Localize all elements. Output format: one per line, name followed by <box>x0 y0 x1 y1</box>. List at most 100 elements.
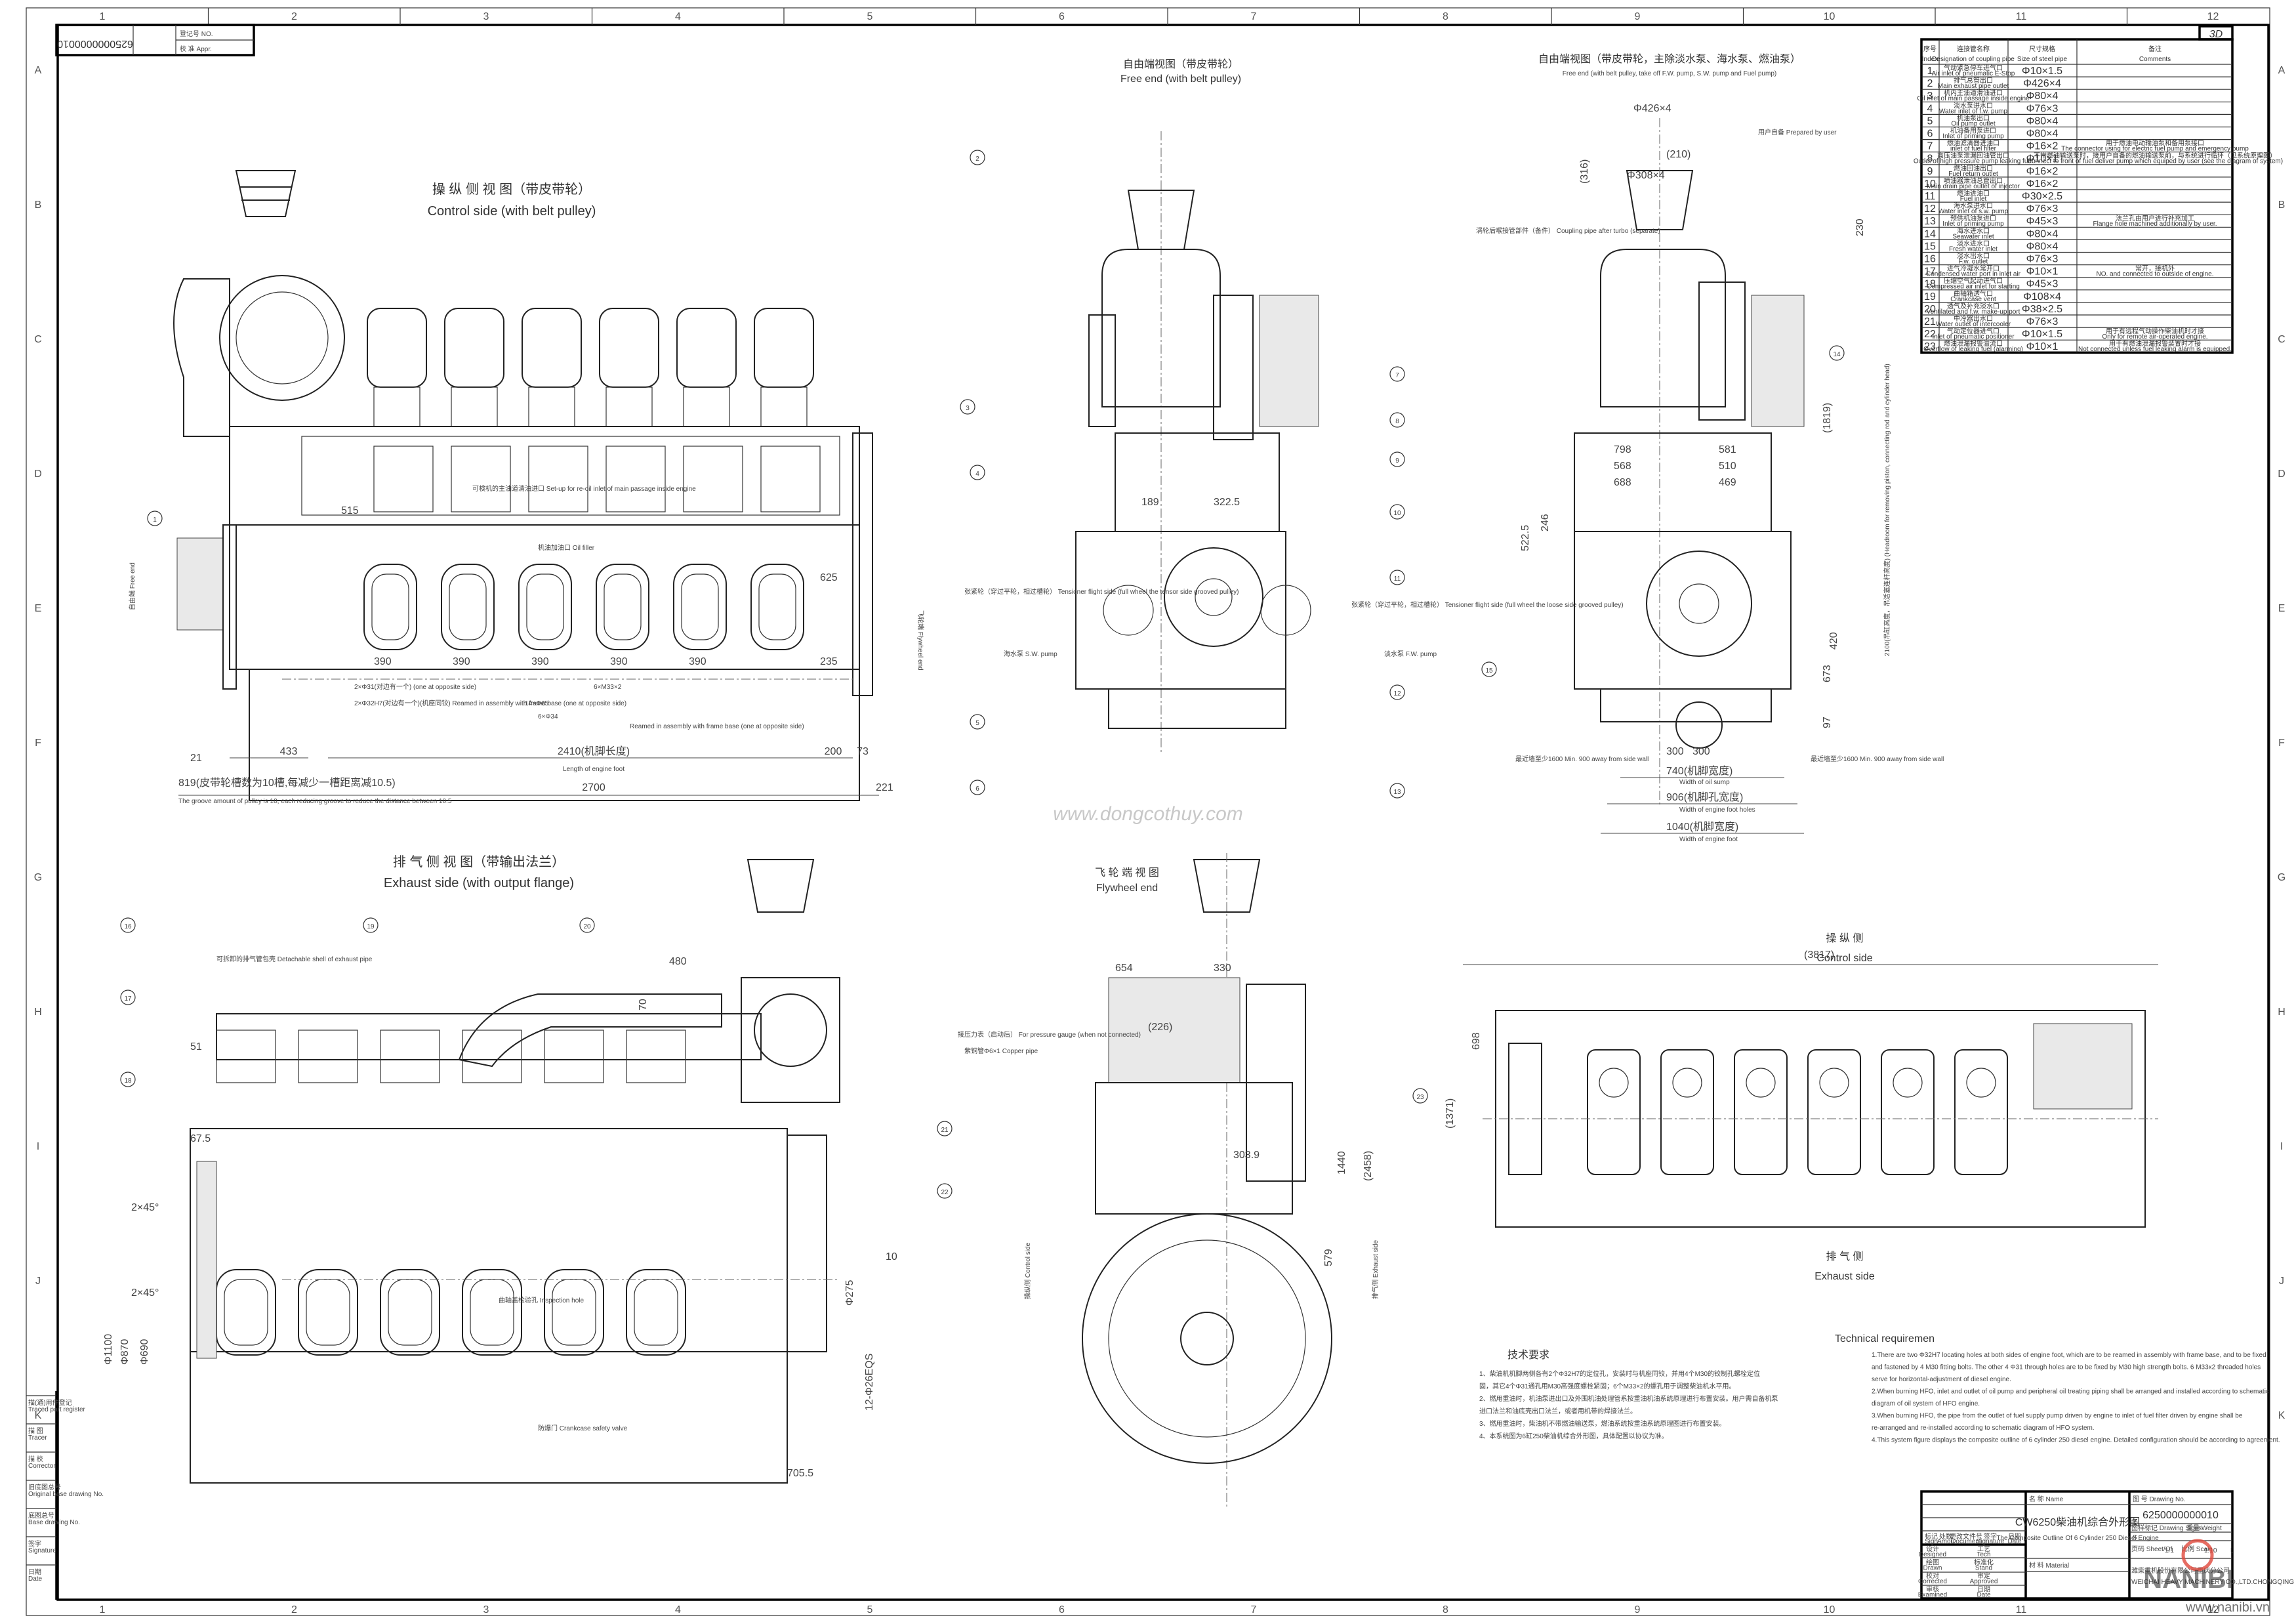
table-cell-name-cn: 燃油滤清器进油口 <box>1947 139 1999 148</box>
table-cell-name-cn: 淡水进水口 <box>1957 239 1990 247</box>
role-cn: 绘图 <box>1926 1558 1939 1567</box>
table-cell-name-en: Inlet of priming pump <box>1942 133 2004 140</box>
table-cell-name-cn: 气动定位器进气口 <box>1947 327 1999 335</box>
title-block: 标记Sign处数Amou更改文件号Document签字Signature日期Da… <box>1918 1490 2296 1615</box>
table-cell-size: Φ30×2.5 <box>2022 191 2062 202</box>
dimension-label: Width of engine foot <box>1679 836 1738 843</box>
tech-req-item-en: diagram of oil system of HFO engine. <box>1872 1400 1980 1407</box>
callout-number: 7 <box>1395 372 1399 379</box>
lo-pressure-note: 接压力表（启动后） For pressure gauge (when not c… <box>958 1030 1141 1039</box>
grid-column-label: 3 <box>483 1604 489 1615</box>
table-cell-index: 7 <box>1927 141 1933 152</box>
table-cell-name-en: Oil inlet of main passage inside engine <box>1917 95 2030 102</box>
exhaust-manifold-segment <box>298 1030 358 1083</box>
dimension-label: (316) <box>1579 159 1590 184</box>
dim-200: 200 <box>825 746 842 757</box>
table-cell-index: 18 <box>1924 279 1936 290</box>
table-cell-name-cn: 海水进水口 <box>1957 226 1990 235</box>
table-cell-name-en: Fuel inlet <box>1960 196 1987 203</box>
table-cell-name-en: Fuel return outlet <box>1948 171 1998 178</box>
dimension-label: 798 <box>1614 444 1631 455</box>
role-en: Tech <box>1977 1551 1990 1558</box>
free-end-pumps-view: 自由端视图（带皮带轮，主除淡水泵、海水泵、燃油泵） Free end (with… <box>1476 53 1944 843</box>
dimension-label: 510 <box>1719 461 1736 472</box>
table-cell-size: Φ80×4 <box>2026 129 2059 140</box>
callout-number: 3 <box>966 405 970 412</box>
crankcase-door-inner <box>306 1279 350 1346</box>
table-cell-name-en: Oil pump outlet <box>1951 120 1995 127</box>
table-cell-size: Φ76×3 <box>2026 203 2059 215</box>
table-cell-name-en: Inlet of priming pump <box>1942 220 2004 228</box>
cylinder-head <box>754 308 814 388</box>
table-cell-name-cn: 曲轴箱透气口 <box>1954 289 1993 298</box>
dim-322-5: 322.5 <box>1214 497 1240 508</box>
copper-pipe-note: 紫铜管Φ6×1 Copper pipe <box>964 1047 1038 1055</box>
dimension-label: (226) <box>1148 1022 1172 1033</box>
table-cell-index: 12 <box>1924 203 1936 215</box>
signs-label: 图样标记 Drawing Signs <box>2131 1524 2202 1532</box>
grid-column-label: 5 <box>867 11 873 22</box>
grid-column-label: 1 <box>100 11 106 22</box>
table-cell-size: Φ10×1.5 <box>2022 329 2062 340</box>
rev-header-cn: 日期 <box>2008 1533 2021 1541</box>
grid-row-label: B <box>35 199 42 211</box>
callout-balloon <box>579 917 595 933</box>
dimension-label: 1040(机脚宽度) <box>1666 821 1738 833</box>
tech-req-item-cn: 3、燃用重油时，柴油机不带燃油输送泵，燃油系统按重油系统原理图进行布置安装。 <box>1479 1419 1726 1428</box>
headroom-note: 2100(吊缸高度，吊活塞连杆高度) (Headroom for removin… <box>1883 364 1891 656</box>
dimension-label: (210) <box>1666 149 1691 160</box>
role-cn: 审核 <box>1926 1585 1939 1594</box>
callout-number: 1 <box>153 516 157 524</box>
table-cell-name-en: inlet of fuel filter <box>1950 146 1997 153</box>
table-cell-size: Φ10×1 <box>2026 154 2059 165</box>
callout-number: 21 <box>941 1127 949 1134</box>
table-cell-size: Φ45×3 <box>2026 216 2059 227</box>
control-side-label: 操纵侧 Control side <box>1023 1242 1032 1299</box>
table-cell-name-en: Water outlet of intercooler <box>1936 321 2011 328</box>
crankcase-door-inner <box>758 573 796 640</box>
tensioner-right-note: 张紧轮（穿过平轮，相过槽轮） Tensioner flight side (fu… <box>1351 600 1624 609</box>
callout-number: 8 <box>1395 418 1399 425</box>
dim-2410: 2410(机脚长度) <box>558 745 630 757</box>
callout-balloon <box>1389 366 1405 382</box>
sheet-label: 页码 Sheet/Of <box>2131 1545 2172 1553</box>
table-cell-index: 3 <box>1927 91 1933 102</box>
table-cell-index: 1 <box>1927 66 1933 77</box>
table-cell-size: Φ10×1.5 <box>2022 66 2062 77</box>
dimension-label: 705.5 <box>787 1468 813 1479</box>
crankcase-door <box>673 564 727 650</box>
table-cell-size: Φ16×2 <box>2026 178 2059 190</box>
dim-390: 390 <box>610 656 628 667</box>
cylinder-head <box>522 308 582 388</box>
dim-221: 221 <box>876 782 893 793</box>
table-cell-index: 19 <box>1924 291 1936 302</box>
free-end-pumps-title-cn: 自由端视图（带皮带轮，主除淡水泵、海水泵、燃油泵） <box>1538 53 1801 65</box>
stamp-number: 6250000000010 <box>57 38 133 49</box>
table-cell-comment-en: Not connected unless fuel leaking alarm … <box>2078 346 2232 353</box>
prepared-by-user-note: 用户自备 Prepared by user <box>1758 128 1837 136</box>
table-cell-size: Φ38×2.5 <box>2022 304 2062 315</box>
table-cell-name-cn: 燃油进油口 <box>1957 189 1990 198</box>
side-cover <box>605 446 666 512</box>
dim-390: 390 <box>374 656 392 667</box>
table-cell-index: 16 <box>1924 254 1936 265</box>
table-cell-name-cn: 排气总管出口 <box>1954 76 1993 85</box>
callout-number: 4 <box>975 470 979 478</box>
dim-433: 433 <box>280 746 298 757</box>
dimension-label: Φ690 <box>139 1339 150 1365</box>
grid-row-label: E <box>2278 603 2286 614</box>
dimension-label: 420 <box>1828 632 1839 650</box>
crankcase-door-inner <box>604 573 642 640</box>
role-cn: 日期 <box>1977 1586 1990 1594</box>
table-cell-index: 15 <box>1924 241 1936 252</box>
grid-column-label: 11 <box>2016 1604 2027 1615</box>
callout-balloon <box>960 399 975 415</box>
table-cell-size: Φ426×4 <box>2023 78 2061 89</box>
table-cell-size: Φ16×2 <box>2026 141 2059 152</box>
table-cell-name-cn: 压缩空气起动进气口 <box>1944 277 2003 285</box>
table-header-cn: 备注 <box>2148 45 2162 53</box>
panel-label-cn: 旧底图总号 <box>28 1483 61 1491</box>
